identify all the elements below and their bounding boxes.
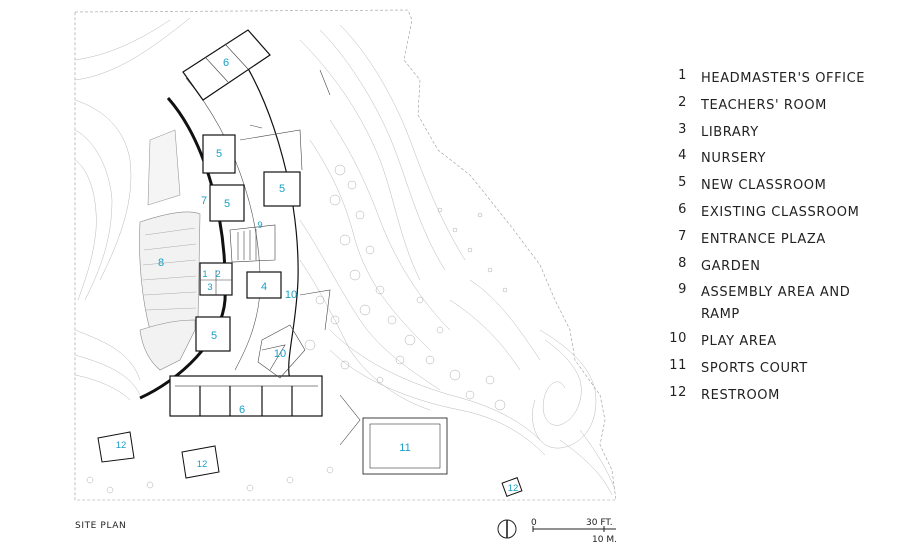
classroom-d	[195, 316, 231, 352]
label-teachers: 2	[215, 269, 220, 280]
scale-feet: 30 FT.	[586, 518, 613, 528]
scale-zero: 0	[531, 518, 537, 528]
interior-details	[200, 43, 361, 446]
legend-number: 6	[678, 201, 687, 217]
legend-number: 1	[678, 68, 687, 83]
legend-label: SPORTS COURT	[701, 361, 808, 377]
legend-label: NURSERY	[701, 151, 767, 167]
legend: 1 HEADMASTER'S OFFICE 2 TEACHERS' ROOM 3 LIBR…	[665, 68, 871, 412]
legend-label: RESTROOM	[701, 387, 780, 403]
classroom-b	[209, 184, 245, 222]
label-restroom-c: 12	[508, 483, 519, 494]
site-plan-drawing: 6 5 5 5 5 7 9 8 1 2 3 4 10 10 6 11 12 12…	[74, 9, 617, 545]
legend-item: 11 SPORTS COURT	[665, 358, 871, 385]
site-boundary	[74, 9, 617, 501]
label-headmaster: 1	[202, 269, 207, 280]
label-existing-classroom-south: 6	[239, 404, 245, 416]
legend-label: GARDEN	[701, 258, 761, 274]
sports-court	[362, 417, 448, 475]
north-arrow-icon	[497, 519, 517, 539]
legend-label: NEW CLASSROOM	[701, 178, 827, 194]
legend-item: 3 LIBRARY	[665, 122, 871, 149]
label-entrance-plaza: 7	[201, 195, 207, 207]
legend-item: 4 NURSERY	[665, 148, 871, 175]
legend-label: ASSEMBLY AREA AND RAMP	[701, 285, 851, 323]
legend-number: 2	[678, 94, 687, 110]
label-classroom-c: 5	[279, 183, 285, 195]
label-sports-court: 11	[399, 442, 410, 454]
label-restroom-b: 12	[197, 459, 208, 470]
legend-item: 2 TEACHERS' ROOM	[665, 95, 871, 122]
restroom-b	[181, 445, 220, 479]
legend-number: 10	[669, 331, 687, 347]
legend-item: 1 HEADMASTER'S OFFICE	[665, 68, 871, 95]
legend-label: LIBRARY	[701, 124, 759, 140]
label-garden: 8	[158, 257, 164, 269]
label-existing-classroom-north: 6	[223, 57, 229, 69]
scale-meters: 10 M.	[592, 535, 617, 545]
label-assembly: 9	[257, 220, 262, 231]
label-library: 3	[207, 282, 212, 293]
buildings	[97, 29, 523, 497]
label-nursery: 4	[261, 281, 267, 293]
site-plan-caption: SITE PLAN	[75, 521, 127, 531]
legend-number: 7	[678, 228, 687, 244]
scale-bar: 0 30 FT. 10 M.	[531, 518, 617, 545]
legend-number: 5	[678, 175, 687, 191]
legend-label: TEACHERS' ROOM	[701, 97, 827, 113]
legend-label: PLAY AREA	[701, 334, 777, 350]
label-classroom-d: 5	[211, 330, 217, 342]
legend-item: 9 ASSEMBLY AREA AND RAMP	[665, 282, 871, 331]
legend-label: ENTRANCE PLAZA	[701, 231, 826, 247]
legend-item: 5 NEW CLASSROOM	[665, 175, 871, 202]
classroom-c	[263, 171, 301, 207]
topographic-contours	[74, 17, 616, 496]
existing-classroom-south	[169, 375, 323, 417]
legend-item: 7 ENTRANCE PLAZA	[665, 229, 871, 256]
legend-number: 4	[678, 148, 687, 164]
legend-number: 12	[669, 384, 687, 400]
trees	[86, 164, 508, 494]
classroom-a	[202, 134, 236, 174]
nursery-block	[246, 271, 282, 299]
label-classroom-b: 5	[224, 198, 230, 210]
legend-number: 11	[669, 358, 687, 374]
restroom-a	[97, 431, 135, 463]
legend-item: 6 EXISTING CLASSROOM	[665, 202, 871, 229]
legend-number: 9	[678, 282, 687, 298]
legend-item: 12 RESTROOM	[665, 385, 871, 412]
existing-classroom-north	[182, 29, 271, 101]
legend-label: HEADMASTER'S OFFICE	[701, 71, 866, 86]
label-play-area-a: 10	[285, 289, 297, 301]
legend-item: 10 PLAY AREA	[665, 331, 871, 358]
garden-area	[139, 129, 201, 371]
label-classroom-a: 5	[216, 148, 222, 160]
legend-number: 8	[678, 255, 687, 271]
label-restroom-a: 12	[116, 440, 127, 451]
legend-item: 8 GARDEN	[665, 256, 871, 283]
plan-number-labels: 6 5 5 5 5 7 9 8 1 2 3 4 10 10 6 11 12 12…	[116, 57, 519, 494]
restroom-c	[501, 477, 523, 497]
legend-number: 3	[678, 121, 687, 137]
legend-label: EXISTING CLASSROOM	[701, 204, 860, 220]
label-play-area-b: 10	[274, 348, 286, 360]
